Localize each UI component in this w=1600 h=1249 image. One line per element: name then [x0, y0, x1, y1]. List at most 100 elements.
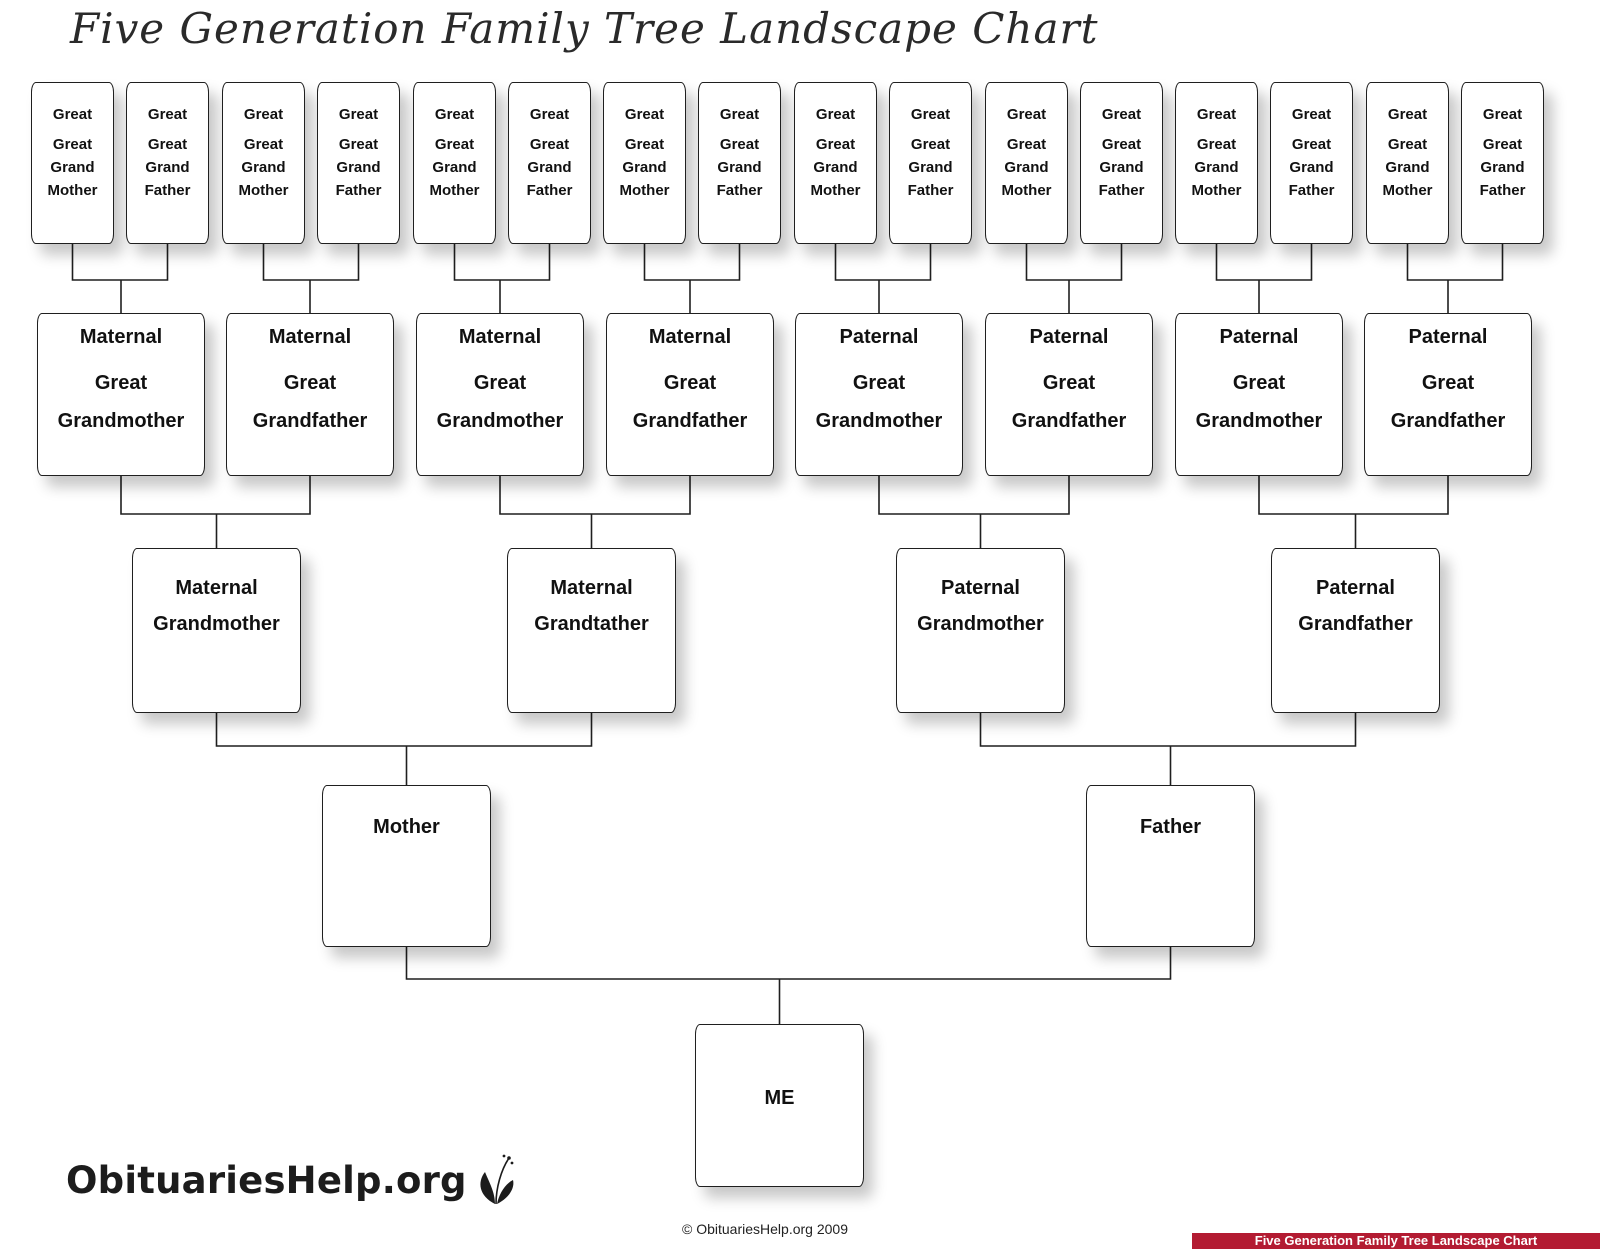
box-label-line: Great — [910, 136, 951, 153]
box-label-line: Maternal — [175, 577, 258, 599]
box-label-line: Grand — [432, 159, 477, 176]
box-label-line: Father — [1288, 182, 1335, 199]
chart-title: Five Generation Family Tree Landscape Ch… — [70, 4, 1099, 53]
box-label-line: Great — [338, 136, 379, 153]
box-label-line: Great — [1006, 106, 1047, 123]
box-label-line: Great — [1006, 136, 1047, 153]
connector-line — [405, 947, 1172, 980]
box-label-line: Grandfather — [1298, 613, 1413, 635]
connector-line — [453, 244, 551, 281]
box-label-line: Father — [144, 182, 191, 199]
connector-line — [262, 244, 360, 281]
box-label-line: Grandfather — [1011, 410, 1127, 432]
box-label-line: Grand — [908, 159, 953, 176]
box-label-line: Great — [1101, 106, 1142, 123]
box-label-line: Grandmother — [917, 613, 1044, 635]
box-label-line: Great — [1101, 136, 1142, 153]
box-label-line: Mother — [1191, 182, 1242, 199]
box-label-line: Paternal — [1219, 326, 1299, 348]
box-label-line: Mother — [47, 182, 98, 199]
box-label-line: Paternal — [941, 577, 1020, 599]
box-label-line: Grand — [145, 159, 190, 176]
box-label-line: Great — [434, 136, 475, 153]
gen2-box[interactable]: Mother — [322, 785, 491, 947]
box-label-line: Great — [147, 136, 188, 153]
box-label-line: Paternal — [1408, 326, 1488, 348]
site-logo[interactable]: ObituariesHelp.org — [66, 1152, 517, 1208]
box-label-line: Great — [719, 106, 760, 123]
box-label-line: Great — [52, 136, 93, 153]
box-label-line: Grand — [50, 159, 95, 176]
box-label-line: Mother — [238, 182, 289, 199]
box-label-line: Great — [243, 136, 284, 153]
box-label-line: Grand — [1004, 159, 1049, 176]
box-label-line: Great — [1421, 372, 1475, 394]
connector-line — [1406, 244, 1504, 281]
box-label-line: Grandfather — [1390, 410, 1506, 432]
box-label-line: Great — [1291, 106, 1332, 123]
copyright-notice: © ObituariesHelp.org 2009 — [682, 1221, 848, 1237]
logo-text: ObituariesHelp.org — [66, 1158, 467, 1202]
box-label-line: Mother — [429, 182, 480, 199]
box-label-line: Great — [910, 106, 951, 123]
box-label-line: Maternal — [268, 326, 352, 348]
gen2-box[interactable]: Father — [1086, 785, 1255, 947]
connector-line — [979, 713, 1357, 747]
box-label-line: Great — [624, 106, 665, 123]
box-label-line: Maternal — [648, 326, 732, 348]
footer-bar: Five Generation Family Tree Landscape Ch… — [1192, 1233, 1600, 1249]
box-label-line: Grand — [1194, 159, 1239, 176]
box-label-line: Grandfather — [252, 410, 368, 432]
box-label-line: Great — [815, 136, 856, 153]
box-label-line: Great — [663, 372, 717, 394]
box-label-line: Great — [624, 136, 665, 153]
box-label-line: Mother — [1001, 182, 1052, 199]
box-label-line: Great — [147, 106, 188, 123]
connector-line — [1258, 476, 1449, 515]
box-label-line: Father — [716, 182, 763, 199]
box-label-line: Grandfather — [632, 410, 748, 432]
connector-line — [834, 244, 932, 281]
box-label-line: Father — [335, 182, 382, 199]
box-label-line: Grand — [336, 159, 381, 176]
box-label-line: Great — [852, 372, 906, 394]
gen1-box[interactable]: ME — [695, 1024, 864, 1187]
box-label-line: Great — [1232, 372, 1286, 394]
box-label-line: Great — [283, 372, 337, 394]
box-label-line: Mother — [810, 182, 861, 199]
box-label-line: ME — [764, 1087, 795, 1109]
box-label-line: Mother — [373, 816, 440, 838]
box-label-line: Grand — [717, 159, 762, 176]
box-label-line: Grand — [241, 159, 286, 176]
connector-line — [878, 476, 1070, 515]
